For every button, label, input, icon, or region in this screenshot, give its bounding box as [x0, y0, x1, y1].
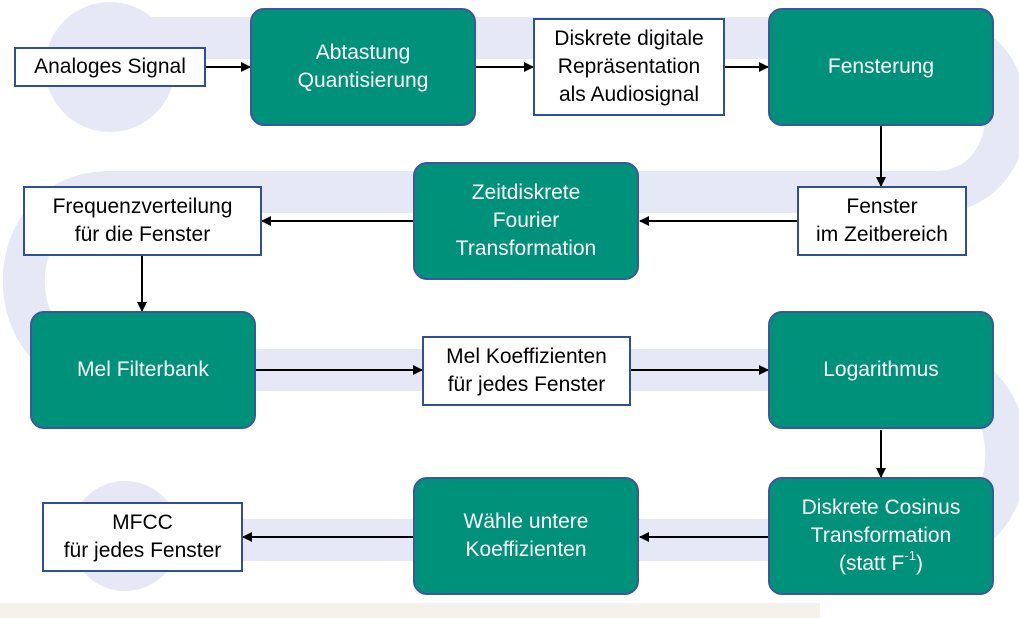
node-windowing: Fensterung	[768, 8, 994, 126]
dct-note: (statt F-1)	[839, 548, 923, 575]
node-logarithm: Logarithmus	[768, 311, 994, 429]
node-dtft: Zeitdiskrete Fourier Transformation	[413, 162, 639, 280]
node-mel-coefficients: Mel Koeffizienten für jedes Fenster	[422, 336, 631, 406]
bottom-strip	[0, 603, 820, 618]
node-analog-signal: Analoges Signal	[14, 47, 206, 87]
node-sampling-quantization: Abtastung Quantisierung	[250, 8, 476, 126]
connector-arrows	[137, 62, 886, 542]
node-time-window: Fenster im Zeitbereich	[797, 186, 967, 256]
node-select-lower-coefficients: Wähle untere Koeffizienten	[413, 477, 639, 595]
node-frequency-distribution: Frequenzverteilung für die Fenster	[23, 186, 262, 256]
node-discrete-representation: Diskrete digitale Repräsentation als Aud…	[533, 18, 725, 116]
node-mel-filterbank: Mel Filterbank	[30, 311, 256, 429]
node-dct: Diskrete Cosinus Transformation (statt F…	[768, 477, 994, 595]
node-mfcc: MFCC für jedes Fenster	[42, 502, 243, 572]
